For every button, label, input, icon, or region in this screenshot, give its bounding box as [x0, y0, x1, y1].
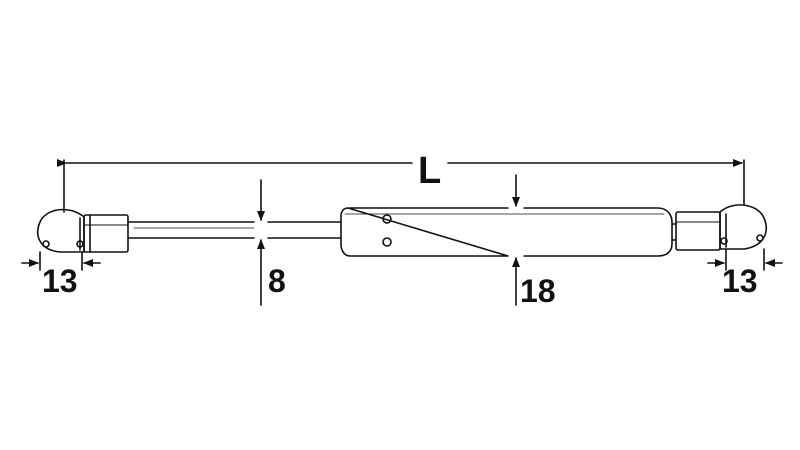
cylinder-body: [340, 207, 673, 257]
body-port-bottom: [382, 237, 392, 247]
right-socket-label: 13: [722, 263, 758, 299]
left-ball-socket: [36, 208, 85, 253]
body-diameter-label: 18: [520, 273, 556, 309]
left-socket-label: 13: [42, 263, 78, 299]
left-end-fitting: [83, 214, 129, 253]
right-ball-socket: [719, 204, 768, 250]
length-label: L: [418, 150, 441, 192]
body-port-top: [382, 214, 392, 224]
left-socket-dimension: [21, 251, 101, 271]
left-socket-hole: [42, 240, 50, 248]
right-socket-hole: [756, 234, 764, 242]
length-dimension: [57, 159, 745, 213]
right-socket-dimension: [707, 248, 783, 271]
right-socket-hole-2: [720, 237, 728, 245]
rod-diameter-label: 8: [268, 263, 286, 299]
piston-rod: [127, 221, 342, 239]
right-end-fitting: [671, 211, 721, 251]
